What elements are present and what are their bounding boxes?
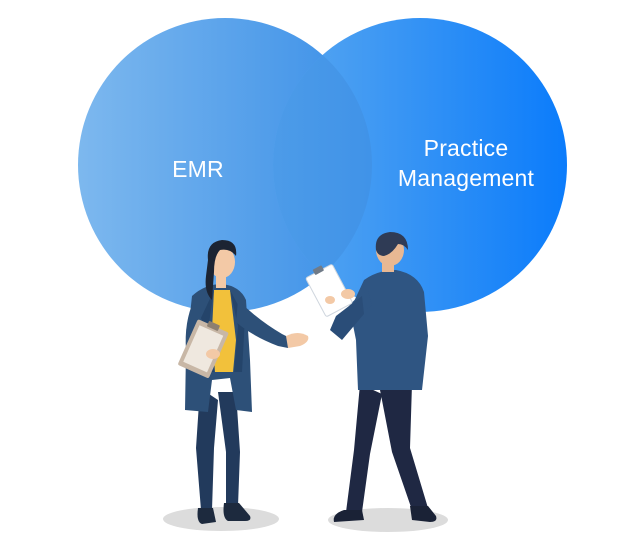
practice-management-label-line1: Practice: [423, 135, 509, 161]
woman-shadow: [163, 507, 279, 531]
practice-management-label: Practice Management: [376, 133, 556, 193]
woman-figure: [178, 240, 309, 524]
circle-overlap: [273, 18, 372, 312]
emr-label: EMR: [172, 156, 224, 182]
man-figure: [305, 232, 437, 522]
practice-management-label-line2: Management: [397, 165, 535, 191]
